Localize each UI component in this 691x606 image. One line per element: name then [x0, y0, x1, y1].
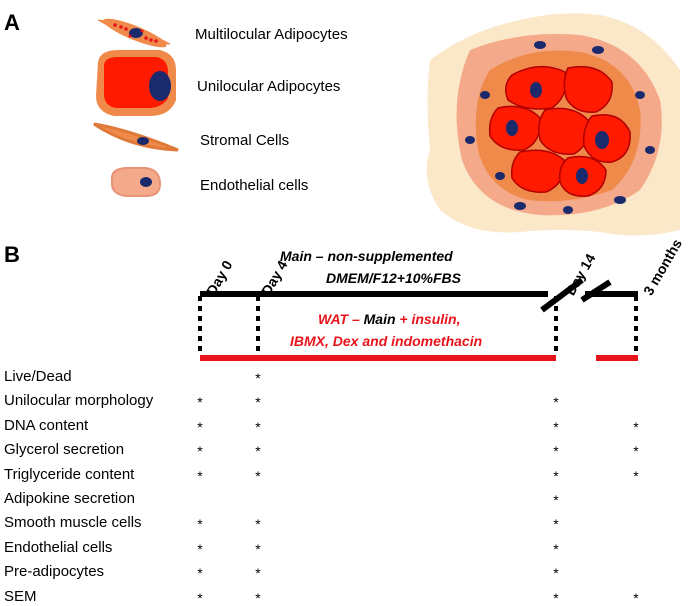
assay-row-label: Pre-adipocytes [4, 563, 105, 581]
assay-mark: * [255, 540, 261, 557]
assay-mark: * [197, 540, 203, 557]
assay-mark: * [553, 443, 559, 460]
legend-label-unilocular: Unilocular Adipocytes [197, 78, 341, 95]
assay-mark: * [633, 418, 639, 435]
assay-mark: * [197, 394, 203, 411]
assay-row-label: Smooth muscle cells [4, 514, 142, 532]
assay-row-label: Live/Dead [4, 368, 72, 385]
legend-label-endothelial: Endothelial cells [200, 177, 309, 194]
adipose-tissue-illustration [426, 13, 680, 236]
legend-label-stromal: Stromal Cells [200, 132, 290, 149]
assay-row-label: DNA content [4, 416, 89, 434]
assay-mark: * [633, 467, 639, 484]
assay-mark: * [553, 394, 559, 411]
assay-mark: * [553, 418, 559, 435]
wat-prefix: WAT – [318, 311, 364, 327]
assay-mark: * [255, 467, 261, 484]
assay-row-label: Adipokine secretion [4, 490, 135, 507]
wat-medium-label-line2: IBMX, Dex and indomethacin [290, 333, 483, 349]
assay-mark: * [197, 565, 203, 582]
timeline-break-mark [540, 277, 584, 313]
assay-mark: * [553, 492, 559, 508]
assay-row-label: Glycerol secretion [4, 441, 125, 459]
main-medium-rest: non-supplemented [327, 248, 453, 264]
stromal-cell-icon [93, 122, 179, 152]
assay-mark: * [197, 443, 203, 460]
assay-mark: * [255, 589, 261, 606]
assay-mark: * [197, 516, 203, 533]
timeline-break-mark [580, 279, 612, 303]
assay-mark: * [553, 540, 559, 557]
assay-mark: * [633, 443, 639, 460]
unilocular-adipocyte-icon [96, 50, 176, 116]
endothelial-cell-icon [111, 167, 162, 197]
assay-mark: * [553, 589, 559, 606]
assay-mark: * [255, 418, 261, 435]
main-medium-label-line2: DMEM/F12+10%FBS [326, 270, 461, 286]
wat-main: Main [363, 311, 396, 327]
assay-mark: * [553, 516, 559, 533]
assay-mark: * [255, 565, 261, 582]
assay-mark: * [255, 394, 261, 411]
assay-row-label: SEM [4, 587, 37, 605]
assay-mark: * [255, 370, 261, 386]
assay-mark: * [633, 589, 639, 606]
assay-mark: * [197, 418, 203, 435]
multilocular-adipocyte-icon [97, 18, 171, 48]
main-medium-prefix: Main – [280, 248, 328, 264]
wat-supplements: + insulin, [395, 311, 461, 327]
main-medium-label-line1: Main – non-supplemented [280, 248, 453, 264]
assay-mark: * [255, 443, 261, 460]
assay-mark: * [197, 589, 203, 606]
assay-mark: * [255, 516, 261, 533]
assay-row-label: Unilocular morphology [4, 392, 154, 410]
panel-a-letter: A [4, 10, 20, 35]
assay-row-label: Endothelial cells [4, 538, 113, 556]
assay-mark: * [553, 565, 559, 582]
assay-mark: * [197, 467, 203, 484]
wat-medium-label-line1: WAT – Main + insulin, [318, 311, 461, 327]
legend-label-multilocular: Multilocular Adipocytes [195, 26, 348, 43]
assay-mark: * [553, 467, 559, 484]
panel-b-letter: B [4, 242, 20, 267]
assay-row-label: Triglyceride content [4, 465, 135, 483]
